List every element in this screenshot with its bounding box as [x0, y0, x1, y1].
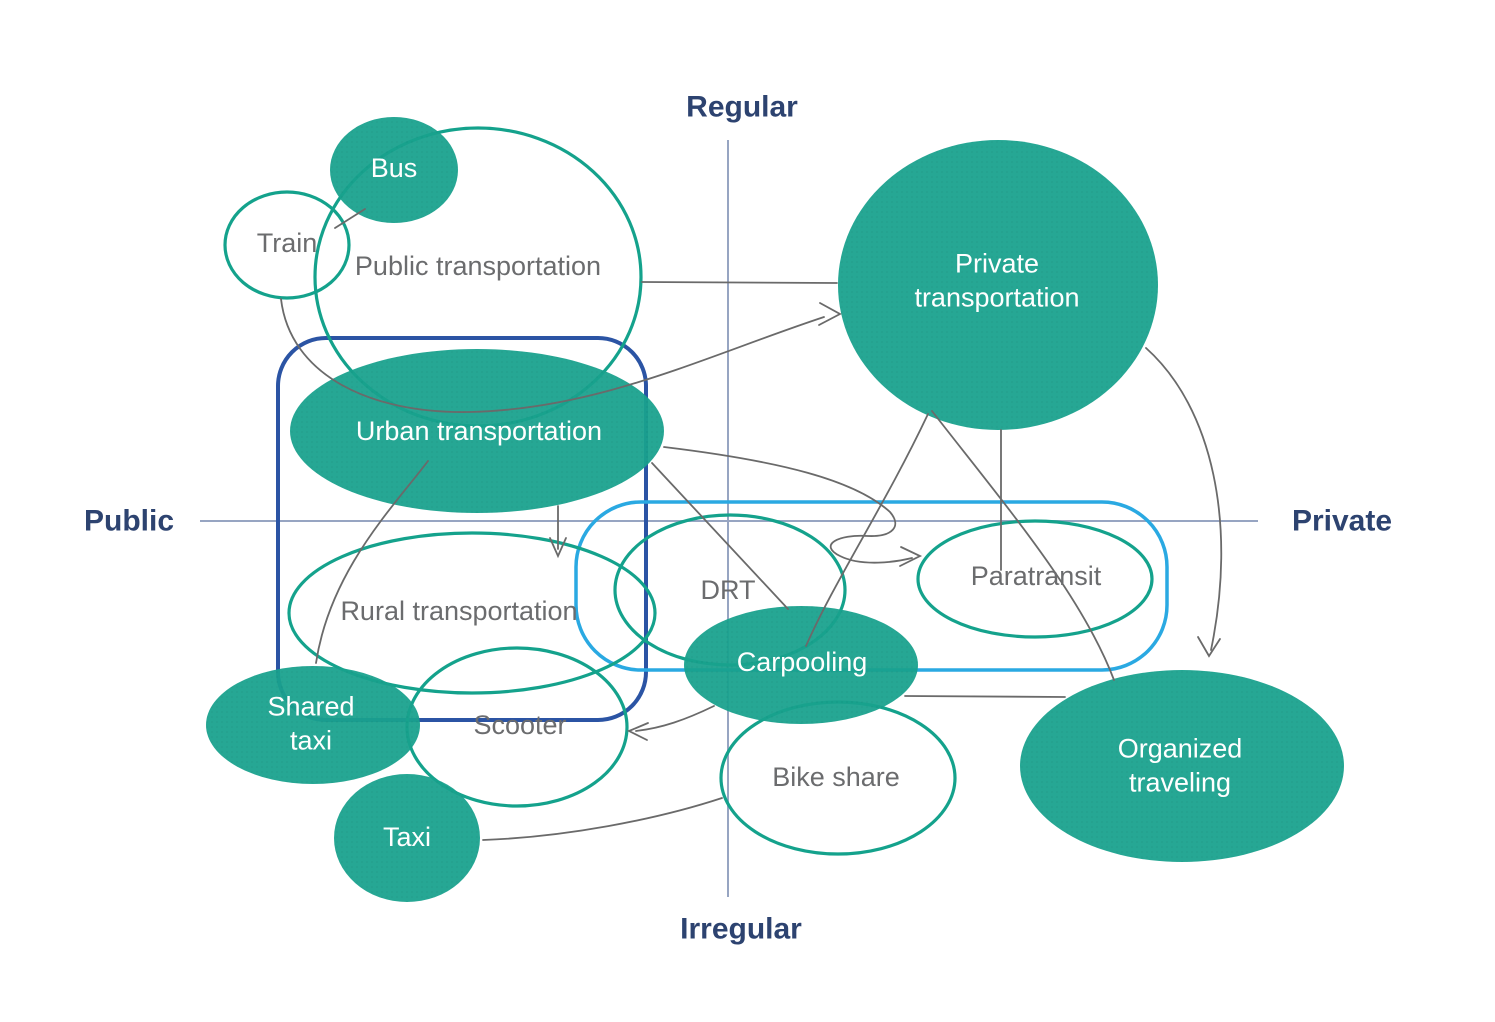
arrowhead-into-rural — [549, 537, 567, 559]
rural-transportation-ellipse — [287, 531, 657, 695]
connector-train-bus — [334, 208, 366, 229]
organized-traveling-ellipse — [1020, 670, 1344, 862]
paratransit-ellipse — [916, 519, 1154, 639]
carpooling-ellipse — [684, 606, 918, 724]
connector-taxi-bike-share — [482, 797, 723, 841]
connector-private-organized-line — [931, 410, 1115, 681]
filled-ellipses — [206, 117, 1344, 902]
train-ellipse — [223, 190, 351, 300]
taxi-ellipse — [334, 774, 480, 902]
connector-urban-carpooling — [651, 462, 789, 610]
arrowhead-into-paratransit — [899, 546, 923, 567]
arrowhead-into-private-top — [818, 302, 842, 326]
connector-public-private — [641, 281, 838, 284]
connector-train-private-transportation — [280, 298, 825, 413]
arrowhead-into-scooter — [626, 722, 649, 741]
bus-ellipse — [330, 117, 458, 223]
connector-urban-shared-taxi — [315, 460, 429, 664]
connector-private-carpooling — [805, 413, 929, 647]
shared-taxi-ellipse — [206, 666, 420, 784]
arrowhead-into-organized — [1197, 636, 1221, 658]
urban-transportation-ellipse — [290, 349, 664, 513]
connector-private-organized-curve — [1145, 347, 1223, 651]
private-transportation-ellipse — [838, 140, 1158, 430]
connector-carpooling-organized — [904, 695, 1066, 698]
axis-lines — [200, 140, 1258, 897]
connector-carpooling-scooter — [635, 705, 715, 732]
connectors — [280, 208, 1223, 841]
bike-share-ellipse — [719, 700, 957, 856]
connector-urban-paratransit — [663, 446, 913, 564]
dark-blue-group-rect — [276, 336, 648, 722]
